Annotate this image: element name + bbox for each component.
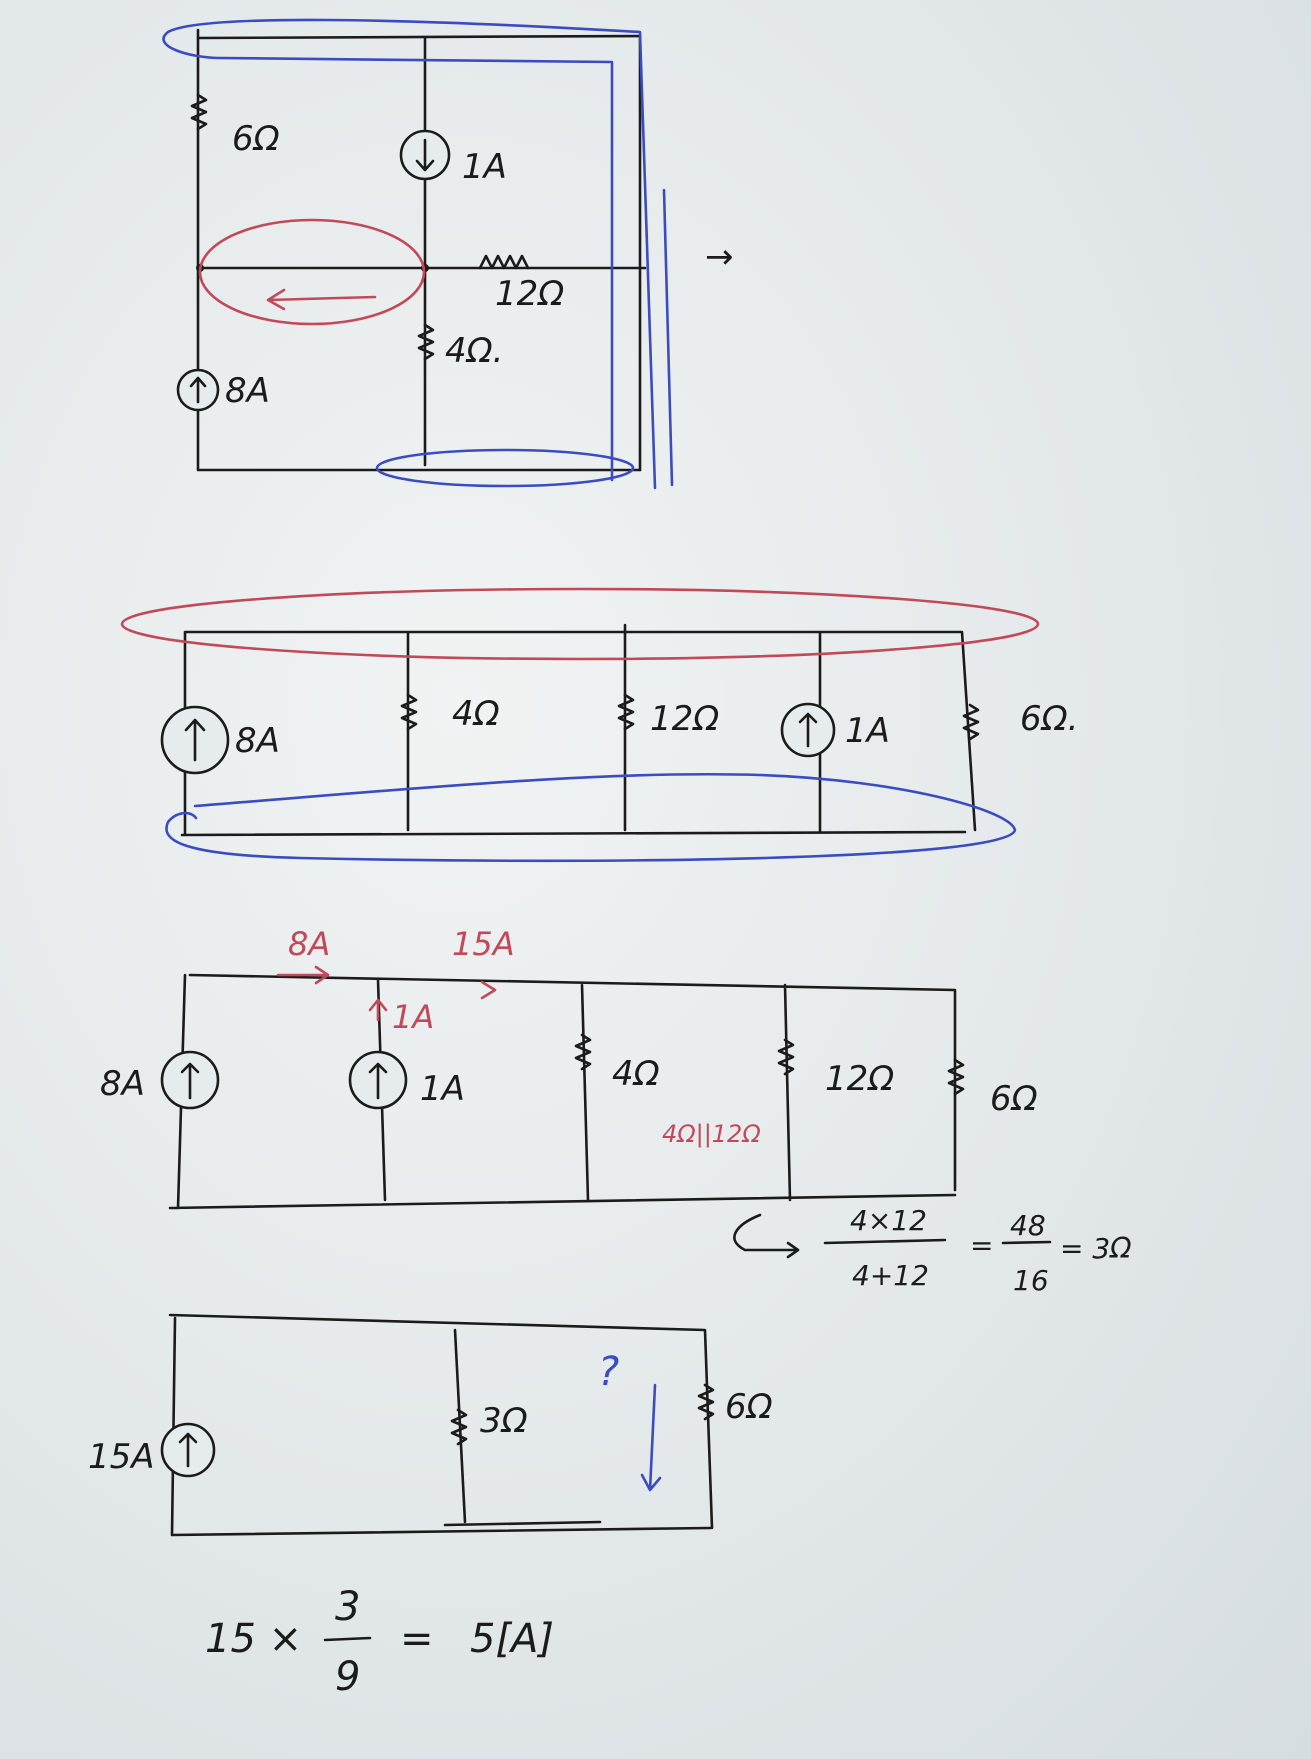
circuit-1: 6Ω 1A 12Ω 4Ω. 8A → [162,18,734,490]
circuit3-fraction-bar-2 [1001,1240,1052,1245]
circuit2-resistor-6ohm [962,703,980,741]
circuit3-resistor-4ohm [574,1033,592,1071]
circuit1-resistor-6ohm [190,93,208,131]
circuit-2: 8A 4Ω 12Ω 1A 6Ω. [120,587,1078,863]
circuit4-question-mark: ? [598,1349,619,1395]
final-equation-equals: = [400,1616,434,1662]
circuit4-wires [168,1313,714,1537]
circuit-3: 8A 1A 4Ω 12Ω 6Ω 8A 15A 1A 4Ω||12Ω 4×12 4… [100,925,1132,1297]
circuit2-label-8a: 8A [235,721,280,761]
circuit4-label-6ohm: 6Ω [725,1387,773,1427]
circuit4-label-15a: 15A [88,1437,155,1477]
circuit1-red-ellipse [198,218,426,326]
circuit3-label-8a: 8A [100,1064,145,1104]
circuit3-calc-result: = 3Ω [1060,1232,1132,1265]
circuit1-red-arrow [266,288,377,311]
circuit2-resistor-12ohm [617,693,635,731]
circuit3-label-6ohm: 6Ω [990,1079,1038,1119]
circuit2-resistor-4ohm [400,693,418,731]
circuit3-red-label-15a: 15A [452,925,515,963]
circuit2-label-6ohm: 6Ω. [1020,699,1078,739]
circuit3-label-4ohm: 4Ω [612,1054,660,1094]
final-equation: 15 × 3 9 = 5[A] [205,1584,554,1700]
circuit1-resistor-12ohm [478,254,530,270]
circuit2-current-source-1a [780,702,836,758]
circuit3-calc-numerator: 4×12 [850,1204,927,1237]
circuit3-red-label-parallel: 4Ω||12Ω [662,1120,761,1148]
final-equation-denominator: 9 [335,1654,360,1700]
circuit2-label-1a: 1A [845,711,890,751]
circuit1-label-1a: 1A [462,147,507,187]
circuit1-next-arrow: → [705,237,734,277]
circuit2-current-source-8a [160,705,230,775]
circuit2-label-4ohm: 4Ω [452,694,500,734]
circuit1-current-source-1a [399,129,451,181]
circuit3-calc-result-numerator: 48 [1010,1209,1046,1242]
circuit3-calc-result-denominator: 16 [1013,1264,1049,1297]
circuit3-red-label-1a: 1A [392,998,434,1036]
circuit4-resistor-3ohm [450,1408,468,1446]
circuit3-resistor-6ohm [947,1058,965,1096]
circuit3-label-1a: 1A [420,1069,465,1109]
circuit3-red-label-8a: 8A [288,925,330,963]
circuit4-current-source-15a [160,1422,216,1478]
circuit3-red-arrow-15a [480,980,497,1000]
circuit4-label-3ohm: 3Ω [480,1401,528,1441]
circuit3-resistor-12ohm [777,1038,795,1076]
circuit1-current-source-8a [176,368,220,412]
circuit3-calc-arrow [733,1213,800,1259]
circuit2-blue-loop [165,772,1017,863]
circuit1-resistor-4ohm [417,323,435,361]
circuit2-red-ellipse [120,587,1040,661]
circuit1-label-4ohm: 4Ω. [445,331,503,371]
circuit1-blue-loop [162,18,674,490]
circuit4-blue-current-arrow [640,1383,662,1492]
circuit3-fraction-bar-1 [823,1238,947,1245]
final-equation-numerator: 3 [335,1584,360,1630]
circuit4-resistor-6ohm [697,1383,715,1421]
circuit3-current-source-8a [160,1050,220,1110]
circuit2-label-12ohm: 12Ω [650,699,719,739]
final-equation-lead: 15 × [205,1616,302,1662]
circuit1-label-12ohm: 12Ω [495,274,564,314]
circuit4-bottom-stroke [443,1520,602,1527]
circuit3-current-source-1a [348,1050,408,1110]
circuit3-label-12ohm: 12Ω [825,1059,894,1099]
circuit3-red-arrow-8a [276,965,330,985]
circuit-4: 15A 3Ω 6Ω ? [88,1313,773,1537]
final-equation-result: 5[A] [470,1616,554,1662]
circuit1-label-6ohm: 6Ω [232,119,280,159]
final-fraction-bar [323,1636,372,1642]
circuit3-calc-denominator: 4+12 [852,1259,929,1292]
circuit3-red-arrow-1a [368,998,388,1022]
circuit1-wire-left [196,28,642,472]
circuit3-calc-equals: = [970,1229,993,1262]
circuit1-blue-bottom-ellipse [375,448,635,488]
circuit1-label-8a: 8A [225,371,270,411]
